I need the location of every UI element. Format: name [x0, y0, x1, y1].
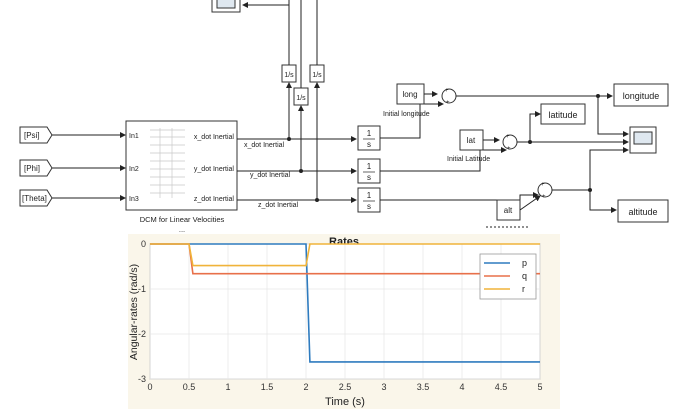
- svg-text:1/s: 1/s: [312, 72, 322, 79]
- integrator-x[interactable]: 1 s: [357, 125, 381, 151]
- svg-text:In1: In1: [129, 133, 139, 140]
- x-tick-label: 2: [303, 382, 308, 392]
- svg-text:+: +: [507, 146, 511, 152]
- output-longitude[interactable]: longitude: [613, 83, 669, 107]
- svg-text:[Phi]: [Phi]: [24, 164, 40, 173]
- signal-label-x: x_dot Inertial: [244, 142, 285, 149]
- signal-label-y: y_dot Inertial: [250, 172, 291, 179]
- dcm-caption: DCM for Linear Velocities: [140, 215, 225, 224]
- svg-text:[Psi]: [Psi]: [24, 131, 40, 140]
- svg-text:+: +: [506, 134, 510, 140]
- output-altitude[interactable]: altitude: [617, 199, 669, 223]
- sum-altitude[interactable]: + +: [537, 182, 553, 200]
- y-ticks: 0 -1 -2 -3: [138, 239, 146, 384]
- x-ticks: 0 0.5 1 1.5 2 2.5 3 3.5 4 4.5 5: [147, 382, 542, 392]
- dcm-internal-sketch: [150, 128, 185, 198]
- svg-text:lat: lat: [467, 136, 476, 145]
- svg-text:long: long: [402, 90, 417, 99]
- legend: pqr: [479, 253, 537, 300]
- svg-text:1: 1: [367, 129, 372, 138]
- scope-screen: [633, 131, 653, 145]
- svg-text:In3: In3: [129, 196, 139, 203]
- x-tick-label: 0: [147, 382, 152, 392]
- svg-text:latitude: latitude: [548, 110, 577, 120]
- small-integrator-x[interactable]: 1/s: [281, 64, 297, 83]
- x-tick-label: 0.5: [183, 382, 196, 392]
- x-axis-label: Time (s): [325, 396, 365, 408]
- svg-text:1/s: 1/s: [296, 95, 306, 102]
- y-axis-label: Angular-rates (rad/s): [128, 264, 140, 360]
- input-theta[interactable]: [Theta]: [19, 189, 53, 207]
- integrator-z[interactable]: 1 s: [357, 187, 381, 213]
- top-display-screen: [216, 0, 236, 9]
- svg-text:alt: alt: [504, 206, 513, 215]
- svg-text:s: s: [367, 140, 371, 149]
- x-tick-label: 5: [537, 382, 542, 392]
- svg-text:s: s: [367, 202, 371, 211]
- input-phi[interactable]: [Phi]: [19, 159, 53, 177]
- svg-text:1: 1: [367, 191, 372, 200]
- legend-label-r: r: [522, 284, 525, 294]
- series-line-r: [150, 243, 540, 267]
- svg-text:+: +: [445, 88, 449, 94]
- svg-text:In2: In2: [129, 166, 139, 173]
- svg-text:+: +: [446, 100, 450, 106]
- caption-initial-latitude: Initial Latitude: [447, 156, 490, 163]
- svg-text:z_dot Inertial: z_dot Inertial: [194, 196, 235, 203]
- y-tick-label: 0: [141, 239, 146, 249]
- y-tick-label: -2: [138, 329, 146, 339]
- sum-longitude[interactable]: + +: [441, 88, 457, 106]
- x-tick-label: 1: [225, 382, 230, 392]
- integrator-y[interactable]: 1 s: [357, 158, 381, 184]
- svg-text:altitude: altitude: [628, 207, 657, 217]
- constant-lat[interactable]: lat: [459, 129, 484, 151]
- x-tick-label: 1.5: [261, 382, 274, 392]
- signal-label-z: z_dot Inertial: [258, 202, 299, 209]
- input-psi[interactable]: [Psi]: [19, 126, 53, 144]
- x-tick-label: 4: [459, 382, 464, 392]
- x-tick-label: 3.5: [417, 382, 430, 392]
- y-tick-label: -1: [138, 284, 146, 294]
- small-integrator-z[interactable]: 1/s: [309, 64, 325, 83]
- y-tick-label: -3: [138, 374, 146, 384]
- svg-text:+: +: [542, 194, 546, 200]
- svg-text:+: +: [541, 182, 545, 188]
- sum-latitude[interactable]: + +: [502, 134, 518, 152]
- x-tick-label: 3: [381, 382, 386, 392]
- series-lines: [150, 243, 540, 363]
- caption-initial-longitude: Initial longitude: [383, 111, 430, 118]
- simulink-diagram: [Psi] [Phi] [Theta] In1 In2 In3 x_dot In…: [19, 0, 669, 234]
- legend-label-p: p: [522, 258, 527, 268]
- svg-text:longitude: longitude: [623, 91, 660, 101]
- svg-text:s: s: [367, 173, 371, 182]
- svg-text:1/s: 1/s: [284, 72, 294, 79]
- scope-block[interactable]: [629, 126, 657, 154]
- constant-alt[interactable]: alt: [496, 199, 521, 221]
- svg-text:y_dot Inertial: y_dot Inertial: [194, 166, 235, 173]
- svg-text:[Theta]: [Theta]: [22, 194, 47, 203]
- constant-long[interactable]: long: [396, 83, 425, 105]
- x-tick-label: 4.5: [495, 382, 508, 392]
- grid-lines: [149, 243, 541, 380]
- small-integrator-y[interactable]: 1/s: [293, 87, 309, 106]
- svg-text:x_dot Inertial: x_dot Inertial: [194, 134, 235, 141]
- dcm-caption-cut: ...: [179, 225, 185, 234]
- x-tick-label: 2.5: [339, 382, 352, 392]
- series-line-p: [150, 243, 540, 363]
- dcm-subsystem[interactable]: In1 In2 In3 x_dot Inertial y_dot Inertia…: [125, 120, 238, 211]
- output-latitude[interactable]: latitude: [540, 103, 586, 125]
- svg-text:1: 1: [367, 162, 372, 171]
- legend-label-q: q: [522, 271, 527, 281]
